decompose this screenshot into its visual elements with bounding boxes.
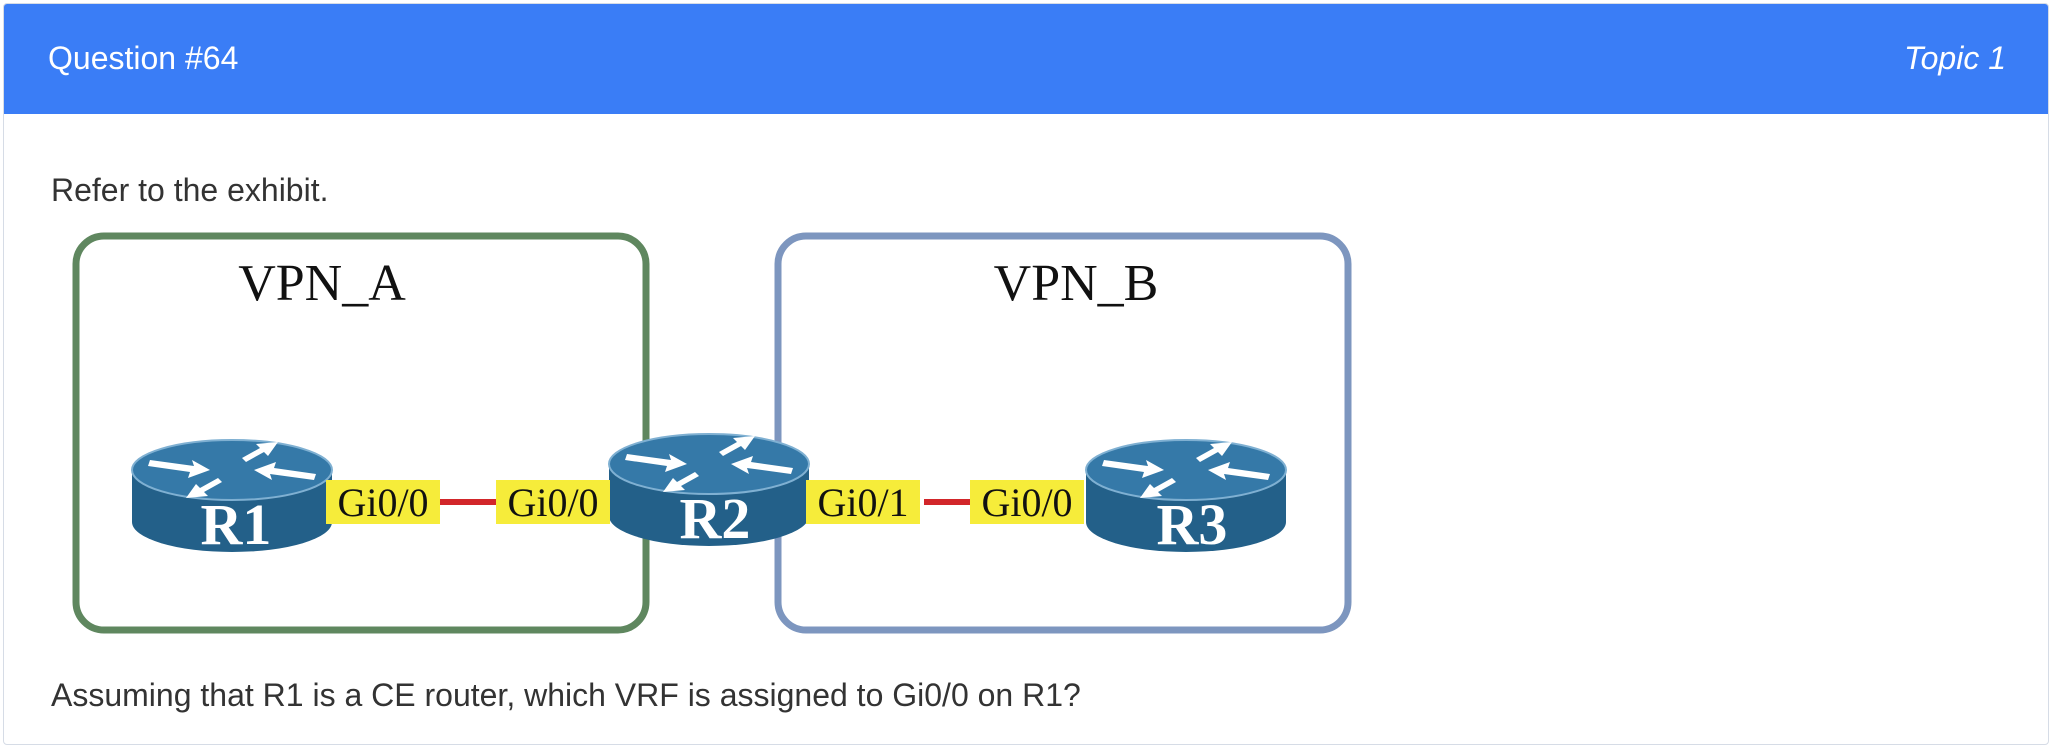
question-text: Assuming that R1 is a CE router, which V…: [51, 677, 1081, 713]
vpn-b-label: VPN_B: [994, 255, 1159, 312]
question-card: Question #64 Topic 1 Refer to the exhibi…: [3, 3, 2049, 745]
interface-label-r3-gi: Gi0/0: [981, 480, 1072, 525]
vpn-a-label: VPN_A: [238, 255, 406, 312]
question-number: Question #64: [48, 40, 239, 76]
topic-label: Topic 1: [1904, 40, 2006, 76]
exhibit-prompt: Refer to the exhibit.: [51, 172, 329, 208]
router-icon: R3: [1085, 439, 1287, 557]
vpn-b-boundary: [774, 232, 1352, 634]
exhibit-diagram: VPN_A VPN_B R1 R2 R3 Gi0/0 Gi0/0: [64, 230, 1364, 640]
interface-label-r1-gi: Gi0/0: [337, 480, 428, 525]
router-label-r1: R1: [201, 492, 272, 557]
interface-label-r2-left-gi: Gi0/0: [507, 480, 598, 525]
router-label-r3: R3: [1157, 492, 1228, 557]
interface-label-r2-right-gi: Gi0/1: [817, 480, 908, 525]
router-icon: R2: [608, 433, 810, 551]
router-icon: R1: [131, 439, 333, 557]
vpn-a-boundary: [72, 232, 650, 634]
router-label-r2: R2: [680, 486, 751, 551]
card-header: Question #64 Topic 1: [4, 4, 2048, 114]
